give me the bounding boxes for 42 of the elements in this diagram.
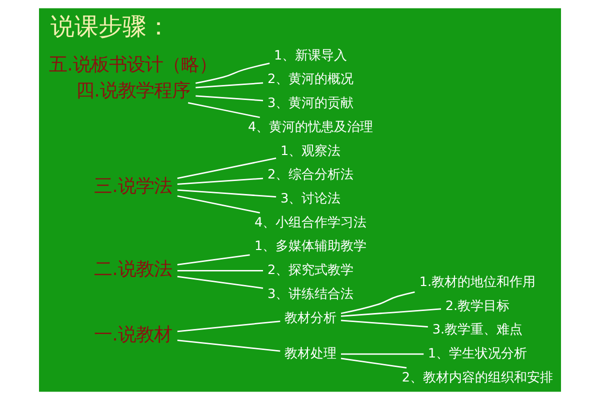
connector bbox=[196, 82, 264, 88]
connector bbox=[177, 340, 280, 352]
connector bbox=[177, 254, 250, 266]
node-text: 2、教材内容的组织和安排 bbox=[402, 370, 554, 386]
node-text: 3、讲练结合法 bbox=[267, 286, 354, 302]
connector bbox=[188, 102, 260, 118]
node-text: 4、小组合作学习法 bbox=[254, 215, 367, 230]
node-text: 一.说教材 bbox=[94, 324, 172, 346]
node-text: 教材分析 bbox=[284, 310, 337, 326]
connector bbox=[341, 353, 424, 355]
connector bbox=[340, 358, 407, 369]
node-text: 2、综合分析法 bbox=[267, 168, 354, 183]
node-text: 二.说教法 bbox=[94, 259, 172, 280]
node-text: 1.教材的地位和作用 bbox=[419, 274, 536, 290]
node-text: 1、新课导入 bbox=[274, 48, 348, 64]
node-text: 1、多媒体辅助教学 bbox=[254, 239, 367, 254]
node-text: 3、黄河的贡献 bbox=[267, 96, 354, 112]
connector bbox=[177, 189, 276, 198]
connector bbox=[177, 320, 280, 332]
node-text: 3、讨论法 bbox=[280, 191, 341, 206]
connector bbox=[177, 195, 260, 214]
diagram-title: 说课步骤： bbox=[50, 12, 171, 41]
node-text: 五.说板书设计（略） bbox=[49, 54, 217, 76]
connector bbox=[340, 291, 415, 314]
node-text: 3.教学重、难点 bbox=[432, 322, 523, 338]
node-text: 4、黄河的忧患及治理 bbox=[248, 120, 374, 135]
connector bbox=[196, 95, 264, 102]
node-text: 2、探究式教学 bbox=[267, 263, 354, 278]
connector bbox=[177, 158, 276, 179]
connector bbox=[177, 276, 264, 289]
node-text: 2.教学目标 bbox=[445, 298, 510, 314]
node-text: 教材处理 bbox=[284, 346, 337, 362]
node-text: 1、学生状况分析 bbox=[428, 346, 528, 362]
connector bbox=[177, 178, 264, 185]
node-text: 三.说学法 bbox=[94, 176, 172, 197]
node-text: 1、观察法 bbox=[280, 144, 341, 159]
connector bbox=[340, 320, 428, 328]
node-text: 四.说教学程序 bbox=[76, 80, 190, 102]
connector bbox=[340, 308, 442, 317]
connector bbox=[196, 62, 270, 84]
node-text: 2、黄河的概况 bbox=[267, 72, 354, 88]
connector bbox=[177, 270, 263, 272]
